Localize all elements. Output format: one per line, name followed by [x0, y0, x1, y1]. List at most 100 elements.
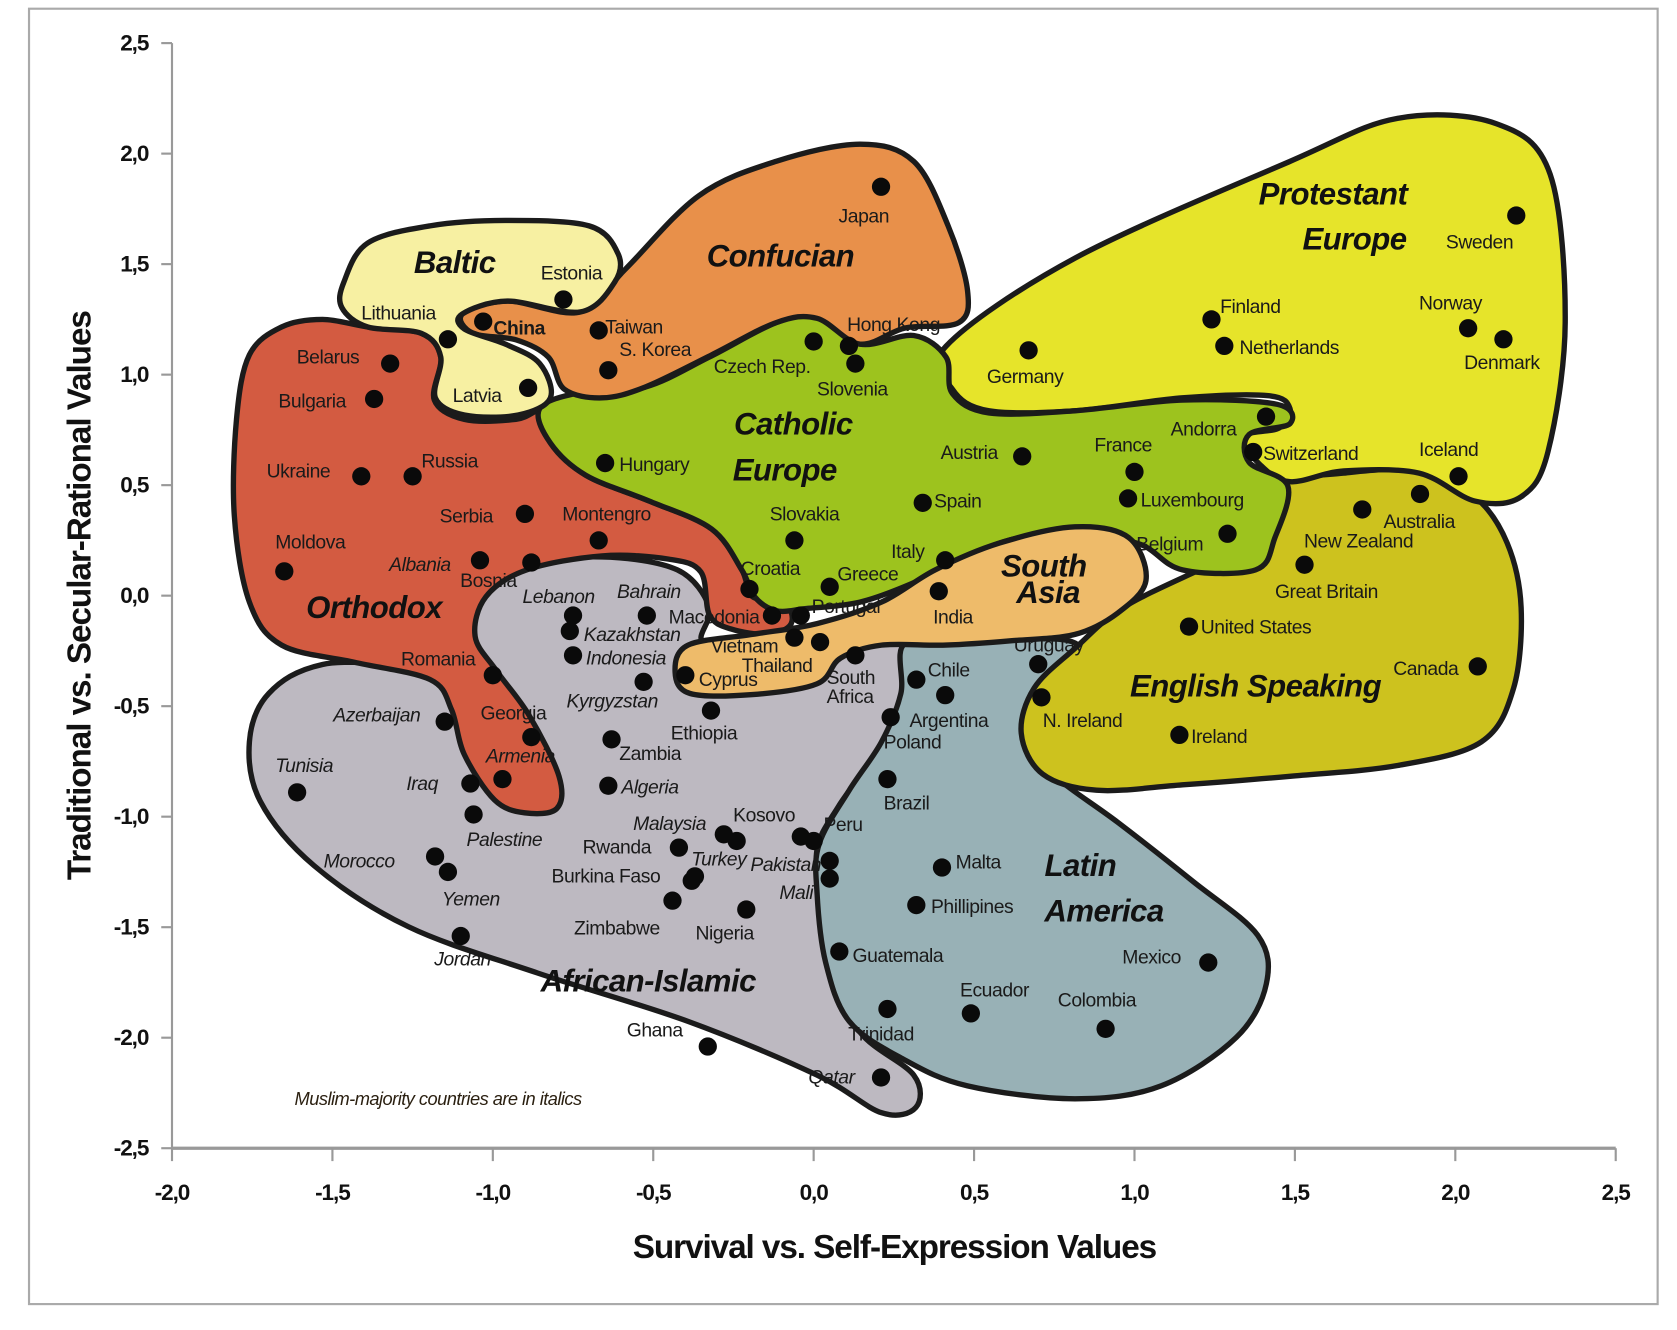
point-mexico: [1199, 953, 1218, 972]
point-guatemala: [830, 942, 849, 961]
region-orthodox: [230, 316, 795, 817]
region-baltic: [336, 217, 624, 420]
y-tick-label: -0,5: [114, 694, 149, 719]
point-iceland: [1449, 467, 1468, 486]
label-georgia: Georgia: [481, 702, 547, 724]
point-india: [929, 582, 948, 601]
point-romania: [483, 666, 502, 685]
point-albania: [470, 551, 490, 570]
label-norway: Norway: [1419, 293, 1483, 315]
point-croatia: [740, 579, 759, 599]
region-title-baltic: Baltic: [414, 245, 496, 280]
label-rwanda: Rwanda: [583, 837, 652, 859]
label-trinidad: Trinidad: [848, 1024, 914, 1046]
point-belarus: [381, 354, 400, 373]
point-andorra: [1256, 407, 1276, 426]
label-hungary: Hungary: [619, 454, 690, 476]
label-malta: Malta: [956, 852, 1002, 874]
label-austria: Austria: [941, 442, 999, 464]
label-moldova: Moldova: [275, 531, 346, 553]
point-azerbaijan: [435, 712, 454, 731]
point-kosovo: [727, 831, 746, 851]
x-tick-label: -0,5: [636, 1180, 671, 1205]
label-serbia: Serbia: [440, 506, 494, 528]
point-spain: [913, 493, 932, 512]
point-palestine: [464, 805, 483, 824]
label-belarus: Belarus: [297, 346, 360, 368]
label-new-zealand: New Zealand: [1304, 530, 1413, 552]
point-ireland: [1170, 725, 1189, 745]
point-kazakhstan: [560, 621, 579, 641]
label-greece: Greece: [837, 564, 898, 586]
label-jordan: Jordan: [433, 948, 491, 970]
y-tick-label: 2,5: [120, 31, 149, 56]
y-tick-label: 2,0: [120, 141, 149, 166]
label-italy: Italy: [891, 541, 925, 563]
label-ethiopia: Ethiopia: [671, 723, 738, 745]
point-russia: [403, 467, 422, 486]
point-brazil: [878, 769, 897, 789]
x-tick-label: 2,5: [1602, 1180, 1631, 1205]
region-layer: [230, 112, 1568, 1118]
point-phillipines: [907, 895, 926, 915]
label-hong-kong: Hong Kong: [847, 314, 940, 336]
label-poland: Poland: [884, 731, 942, 753]
point-rwanda: [669, 838, 689, 857]
point-greece: [820, 577, 839, 596]
point-burkina-faso: [682, 871, 701, 890]
y-tick-label: 1,0: [120, 362, 149, 387]
point-united-states: [1179, 617, 1199, 636]
point-cyprus: [676, 666, 695, 685]
label-indonesia: Indonesia: [586, 647, 667, 669]
point-france: [1125, 462, 1144, 482]
label-phillipines: Phillipines: [931, 896, 1013, 918]
point-moldova: [275, 562, 294, 581]
label-tunisia: Tunisia: [275, 755, 334, 777]
label-kosovo: Kosovo: [733, 804, 795, 826]
point-taiwan: [589, 321, 608, 340]
x-tick-label: 0,0: [800, 1180, 829, 1205]
label-japan: Japan: [839, 206, 890, 228]
label-nigeria: Nigeria: [696, 923, 755, 945]
italics-note: Muslim-majority countries are in italics: [295, 1088, 582, 1109]
label-ireland: Ireland: [1191, 726, 1247, 748]
label-ghana: Ghana: [627, 1019, 684, 1041]
point-portugal: [791, 606, 810, 625]
label-lithuania: Lithuania: [361, 302, 436, 324]
point-netherlands: [1215, 336, 1234, 356]
label-kazakhstan: Kazakhstan: [584, 624, 681, 646]
point-mali: [820, 869, 839, 888]
point-denmark: [1494, 330, 1513, 349]
label-lebanon: Lebanon: [522, 586, 594, 608]
point-hong-kong: [839, 336, 859, 356]
point-belgium: [1218, 524, 1237, 543]
y-axis-title: Traditional vs. Secular-Rational Values: [61, 311, 98, 881]
label-great-britain: Great Britain: [1275, 581, 1378, 603]
label-algeria: Algeria: [620, 776, 679, 798]
point-s-korea: [599, 361, 618, 380]
label-slovakia: Slovakia: [770, 503, 840, 525]
label-ukraine: Ukraine: [267, 460, 331, 482]
point-germany: [1019, 341, 1038, 360]
y-tick-label: -1,5: [114, 915, 149, 940]
point-armenia: [493, 769, 512, 789]
point-thailand: [810, 632, 830, 652]
label-portugal: Portugal: [812, 596, 881, 618]
label-romania: Romania: [401, 649, 476, 671]
label-india: India: [933, 607, 973, 629]
point-algeria: [599, 776, 618, 795]
label-czech-rep: Czech Rep.: [714, 356, 811, 378]
point-czech-rep: [804, 332, 823, 351]
point-hungary: [595, 453, 615, 473]
point-canada: [1468, 657, 1487, 676]
label-slovenia: Slovenia: [817, 379, 888, 401]
point-colombia: [1096, 1019, 1115, 1038]
point-latvia: [518, 378, 538, 398]
point-indonesia: [563, 646, 583, 665]
point-macedonia: [762, 606, 782, 625]
